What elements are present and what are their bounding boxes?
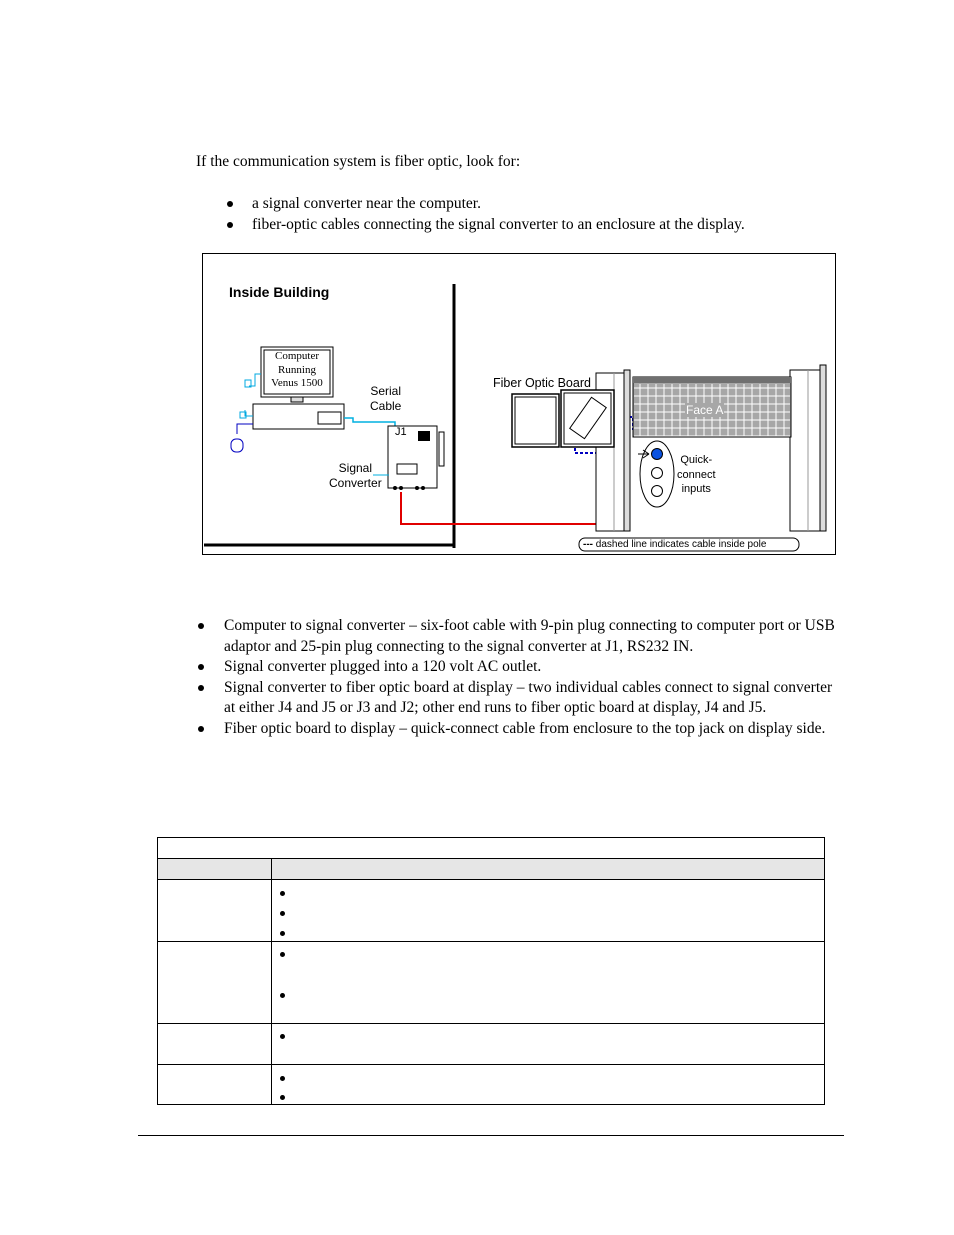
bullet-icon [227, 201, 233, 207]
serial-cable-label: Serial Cable [370, 384, 402, 413]
computer-base-icon [252, 403, 345, 430]
table-row [158, 880, 824, 942]
bullet-icon [280, 952, 285, 957]
signal-converter-label: Signal Converter [329, 461, 382, 490]
footer-divider [138, 1135, 844, 1136]
bullet-icon [198, 725, 204, 732]
inside-building-label: Inside Building [229, 284, 330, 300]
look-for-list: a signal converter near the computer. fi… [227, 194, 892, 236]
table-subheader-row [158, 859, 824, 880]
legend-box [578, 537, 800, 552]
serial-cable [344, 417, 396, 428]
table-column-divider [271, 859, 272, 1104]
bullet-icon [198, 664, 204, 670]
peripheral-icons [239, 373, 261, 419]
list-item: fiber-optic cables connecting the signal… [227, 215, 892, 236]
bullet-icon [280, 911, 285, 916]
legend-label: --- dashed line indicates cable inside p… [583, 539, 767, 550]
bullet-icon [280, 931, 285, 936]
list-item: Fiber optic board to display – quick-con… [198, 719, 840, 740]
list-item: Signal converter to fiber optic board at… [198, 678, 838, 719]
display-pole-right [789, 364, 827, 532]
bullet-icon [198, 684, 204, 691]
bullet-icon [227, 221, 233, 228]
table-row [158, 1065, 824, 1104]
computer-monitor-icon [260, 346, 334, 403]
fiber-optic-board-label: Fiber Optic Board [493, 376, 591, 390]
bullet-icon [280, 1076, 285, 1081]
intro-paragraph: If the communication system is fiber opt… [196, 153, 521, 170]
computer-screen-text: Computer Running Venus 1500 [271, 350, 323, 389]
table-row [158, 942, 824, 1024]
list-item: Computer to signal converter – six-foot … [198, 616, 840, 657]
quick-connect-panel [638, 440, 675, 508]
signal-converter-icon [387, 425, 445, 490]
connections-list: Computer to signal converter – six-foot … [198, 616, 840, 740]
bullet-icon [280, 993, 285, 998]
list-item: Signal converter plugged into a 120 volt… [198, 657, 840, 678]
display-face [632, 376, 792, 438]
j1-label: J1 [395, 426, 407, 438]
quick-connect-label: Quick- connect inputs [677, 454, 716, 495]
bullet-icon [280, 891, 285, 896]
bullet-icon [280, 1095, 285, 1100]
bullet-icon [280, 1034, 285, 1039]
face-a-label: Face A [685, 403, 725, 417]
table-header-row [158, 838, 824, 859]
diagram-drawing [204, 284, 827, 552]
bullet-icon [198, 623, 204, 629]
components-table [157, 837, 825, 1105]
mouse-icon [230, 423, 253, 453]
fiber-optic-board-icon [511, 389, 615, 448]
list-item: a signal converter near the computer. [227, 194, 892, 215]
table-row [158, 1024, 824, 1065]
fiber-optic-diagram: Inside Building Computer Running Venus 1… [202, 253, 836, 555]
